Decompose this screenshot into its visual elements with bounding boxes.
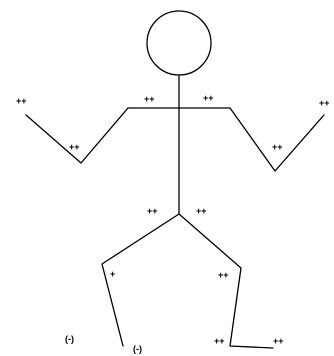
right-ankle-label: ++ bbox=[214, 336, 225, 346]
left-leg bbox=[101, 213, 180, 347]
left-hand-label: ++ bbox=[16, 96, 27, 106]
left-arm bbox=[25, 107, 129, 164]
left-foot-label: (-) bbox=[133, 344, 142, 354]
right-leg bbox=[178, 213, 274, 349]
right-arm bbox=[229, 107, 325, 172]
right-knee-label: ++ bbox=[218, 270, 229, 280]
right-elbow-label: ++ bbox=[272, 142, 283, 152]
shoulder-left-label: ++ bbox=[144, 94, 155, 104]
left-knee-label: + bbox=[110, 269, 116, 279]
shoulder-right-label: ++ bbox=[203, 93, 214, 103]
hip-right-label: ++ bbox=[196, 206, 207, 216]
left-foot-outer-label: (-) bbox=[65, 334, 74, 344]
hip-left-label: ++ bbox=[147, 206, 158, 216]
right-hand-label: ++ bbox=[319, 98, 330, 108]
left-elbow-label: ++ bbox=[69, 142, 80, 152]
right-foot-label: ++ bbox=[273, 336, 284, 346]
head-circle bbox=[146, 10, 212, 76]
